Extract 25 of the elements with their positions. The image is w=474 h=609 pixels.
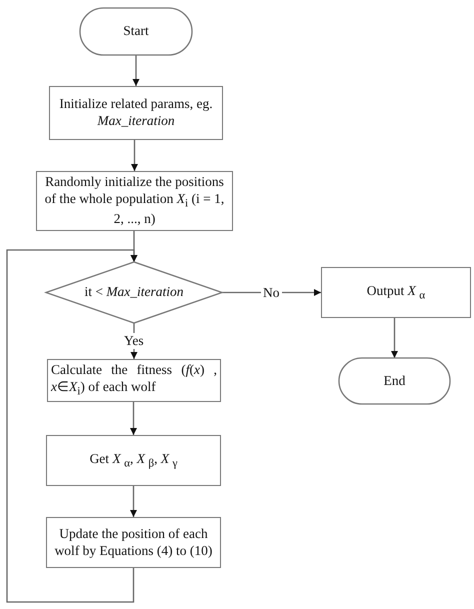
node-text: Output X $_{α}$	[366, 282, 426, 302]
node-text: Randomly initialize the positions of the whole population X$_{i}$ (i = 1, 2, ..., n)	[44, 174, 226, 228]
decision-diamond	[46, 262, 222, 323]
edge-label: Yes	[122, 333, 146, 348]
node-text: Calculate the fitness (f(x) , x∈X$_{i}$) of each wolf	[50, 362, 218, 399]
process-box	[49, 86, 223, 140]
node-text: it < Max_iteration	[83, 284, 185, 301]
arrow	[6, 249, 138, 603]
arrow	[130, 486, 137, 517]
arrow	[132, 55, 140, 86]
arrow	[222, 289, 321, 296]
node-text: Update the position of each wolf by Equations (4) to (10)	[54, 526, 214, 560]
node-text: Get X $_{α}$, X $_{β}$, X $_{γ}$	[88, 450, 178, 470]
arrow	[391, 318, 398, 358]
process-box	[46, 435, 221, 486]
arrow	[131, 140, 138, 171]
terminal-shape	[80, 8, 192, 55]
node-text: Start	[122, 23, 150, 40]
process-box	[46, 517, 221, 568]
node-text: Initialize related params, eg. Max_iteration	[58, 96, 214, 130]
process-box	[36, 171, 233, 231]
process-box	[321, 267, 471, 318]
node-text: End	[382, 372, 406, 390]
terminal-shape	[339, 358, 450, 404]
arrow	[130, 402, 137, 435]
